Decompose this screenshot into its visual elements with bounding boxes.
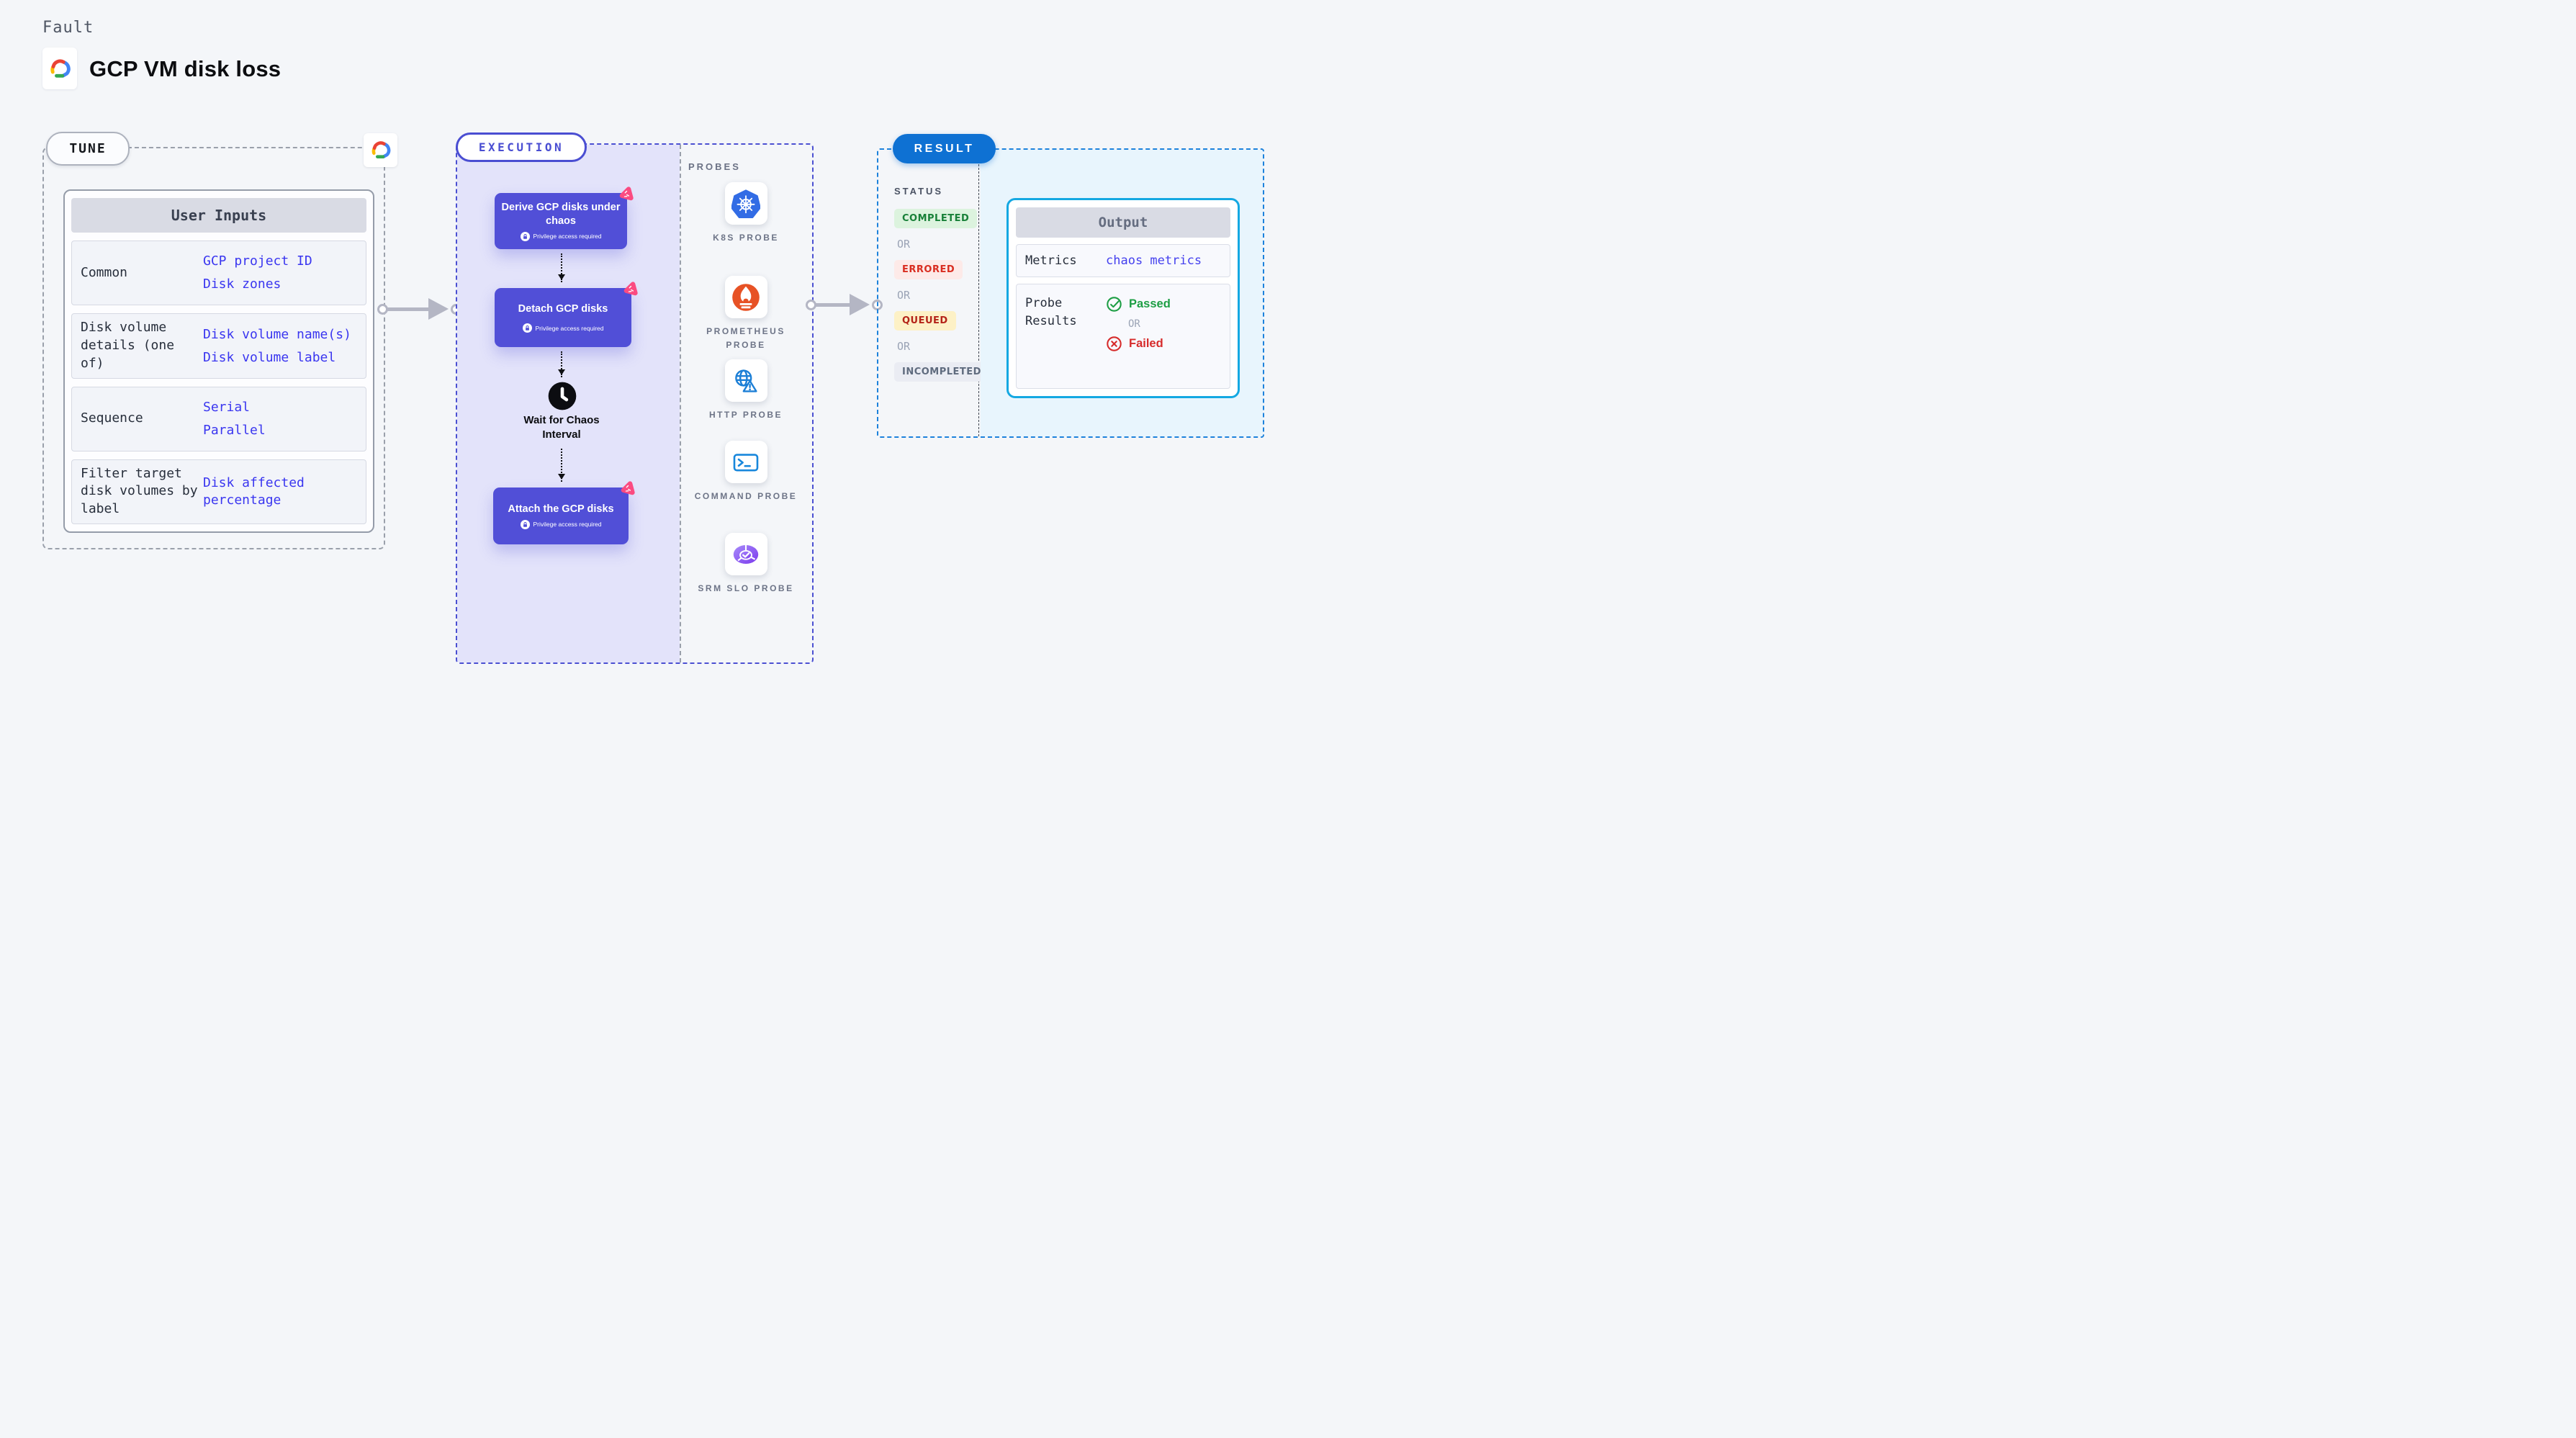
- status-badge-queued: QUEUED: [894, 311, 956, 331]
- step-attach-gcp-disks: Attach the GCP disks Privilege access re…: [493, 480, 636, 544]
- row-value: Disk affected percentage: [203, 475, 305, 508]
- table-row: Disk volume details (one of) Disk volume…: [71, 313, 366, 379]
- gcp-logo-card: [42, 48, 77, 89]
- privilege-badge-label: Privilege access required: [533, 521, 602, 529]
- row-label: Common: [81, 264, 128, 280]
- connector-ring: [806, 300, 816, 310]
- litmus-chaos-icon: [617, 186, 635, 204]
- step-detach-gcp-disks: Detach GCP disks Privilege access requir…: [495, 281, 639, 347]
- row-value: GCP project ID: [203, 253, 312, 269]
- output-card: Output Metrics chaos metrics Probe Resul…: [1006, 198, 1240, 398]
- litmus-chaos-icon: [621, 281, 639, 299]
- privilege-badge: Privilege access required: [520, 231, 602, 241]
- or-separator: OR: [897, 289, 911, 302]
- clock-icon: [547, 381, 577, 411]
- kubernetes-icon: [724, 182, 767, 225]
- user-inputs-table: User Inputs Common GCP project ID Disk z…: [63, 189, 374, 533]
- flow-arrow-down: [557, 351, 565, 377]
- litmus-chaos-icon: [618, 480, 636, 498]
- table-row: Sequence Serial Parallel: [71, 386, 366, 451]
- table-row: Filter target disk volumes by label Disk…: [71, 459, 366, 524]
- probe-http: HTTP PROBE: [681, 359, 811, 422]
- probe-k8s: K8S PROBE: [681, 182, 811, 245]
- probe-prometheus: PROMETHEUS PROBE: [681, 276, 811, 352]
- flow-arrow-down: [557, 449, 565, 482]
- result-pill: RESULT: [893, 134, 996, 163]
- probe-srm-slo: SRM SLO PROBE: [681, 533, 811, 596]
- metrics-value: chaos metrics: [1106, 253, 1202, 268]
- probe-label: SRM SLO PROBE: [698, 583, 794, 593]
- flow-arrow-down: [557, 253, 565, 282]
- page-title: GCP VM disk loss: [89, 56, 282, 81]
- probe-label: K8S PROBE: [713, 233, 779, 243]
- probe-results-row: Probe Results Passed OR Failed: [1016, 284, 1230, 389]
- or-separator: OR: [1128, 318, 1140, 330]
- connector-ring: [377, 304, 388, 315]
- row-value: Disk zones: [203, 277, 282, 292]
- lock-icon: [520, 231, 530, 241]
- passed-label: Passed: [1129, 297, 1171, 310]
- probe-label: COMMAND PROBE: [694, 491, 798, 501]
- row-value: Parallel: [203, 422, 266, 438]
- execution-pill: EXECUTION: [456, 132, 587, 162]
- lock-icon: [522, 323, 532, 333]
- fault-kicker: Fault: [42, 19, 94, 37]
- metrics-label: Metrics: [1025, 253, 1077, 268]
- step-title: Attach the GCP disks: [508, 503, 614, 516]
- step-title: Derive GCP disks under chaos: [501, 202, 621, 227]
- fault-diagram: Fault GCP VM disk loss TUNE User Inputs …: [0, 0, 1288, 719]
- check-circle-icon: [1107, 297, 1122, 312]
- row-value: Disk volume name(s): [203, 326, 351, 342]
- failed-label: Failed: [1129, 337, 1163, 350]
- tune-gcp-card: [364, 133, 397, 167]
- http-globe-warning-icon: [724, 359, 767, 402]
- failed-line: Failed: [1106, 336, 1221, 352]
- status-column: STATUS COMPLETED OR ERRORED OR QUEUED OR…: [878, 150, 989, 436]
- lock-icon: [520, 519, 530, 529]
- metrics-row: Metrics chaos metrics: [1016, 244, 1230, 277]
- step-title: Detach GCP disks: [518, 302, 608, 315]
- status-badge-incompleted: INCOMPLETED: [894, 362, 989, 382]
- step-derive-gcp-disks: Derive GCP disks under chaos Privilege a…: [495, 186, 635, 249]
- probe-label: PROMETHEUS PROBE: [706, 326, 785, 351]
- row-label: Filter target disk volumes by label: [81, 465, 198, 517]
- status-heading: STATUS: [894, 186, 944, 197]
- or-separator: OR: [897, 340, 911, 353]
- probe-command: COMMAND PROBE: [681, 441, 811, 503]
- passed-line: Passed: [1106, 296, 1221, 313]
- table-row: Common GCP project ID Disk zones: [71, 241, 366, 306]
- tune-to-execution-arrow: [377, 289, 461, 329]
- output-header: Output: [1016, 207, 1230, 238]
- srm-slo-pie-icon: [724, 533, 767, 575]
- status-badge-errored: ERRORED: [894, 260, 963, 279]
- privilege-badge-label: Privilege access required: [535, 324, 604, 332]
- privilege-badge: Privilege access required: [522, 323, 604, 333]
- row-value: Disk volume label: [203, 349, 336, 365]
- status-badge-completed: COMPLETED: [894, 209, 978, 228]
- execution-to-result-arrow: [806, 285, 883, 325]
- prometheus-icon: [724, 276, 767, 318]
- probe-results-label: Probe Results: [1025, 296, 1077, 328]
- probes-heading: PROBES: [688, 161, 741, 172]
- tune-section: [42, 147, 385, 549]
- privilege-badge: Privilege access required: [520, 519, 602, 529]
- wait-step-label: Wait for Chaos Interval: [523, 414, 600, 441]
- x-circle-icon: [1107, 336, 1122, 351]
- row-value: Serial: [203, 399, 251, 415]
- row-label: Disk volume details (one of): [81, 320, 175, 371]
- probe-label: HTTP PROBE: [708, 410, 783, 420]
- gcp-cloud-icon: [367, 139, 394, 161]
- user-inputs-header: User Inputs: [71, 198, 366, 233]
- or-separator: OR: [897, 238, 911, 251]
- row-label: Sequence: [81, 410, 143, 426]
- tune-pill: TUNE: [46, 132, 130, 166]
- execution-probes-divider: [680, 145, 681, 662]
- terminal-icon: [724, 441, 767, 483]
- gcp-cloud-icon: [45, 57, 74, 81]
- privilege-badge-label: Privilege access required: [533, 233, 602, 241]
